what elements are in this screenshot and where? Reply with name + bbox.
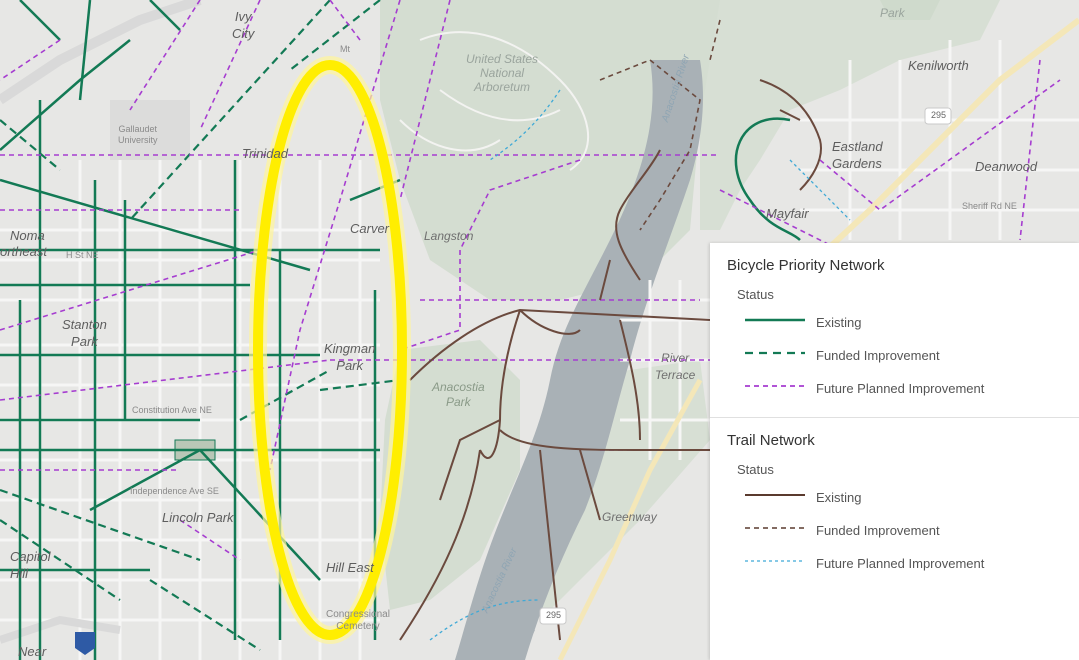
trail-future-lines: [429, 89, 851, 641]
label-independence: Independence Ave SE: [130, 486, 219, 496]
label-greenway: Greenway: [602, 510, 657, 524]
legend-label: Existing: [816, 315, 862, 330]
legend-label: Funded Improvement: [816, 348, 940, 363]
interstate-shield: [75, 632, 95, 655]
legend-swatch-trail-funded: [745, 527, 805, 529]
legend-label: Existing: [816, 490, 862, 505]
legend-swatch-bicycle-existing: [745, 318, 805, 322]
legend-label: Funded Improvement: [816, 523, 940, 538]
legend-trail-title: Trail Network: [727, 432, 815, 449]
label-lincoln-park: Lincoln Park: [162, 510, 234, 525]
label-anacostia-park: Anacostia Park: [432, 380, 485, 409]
legend-trail-section: Trail Network Status Existing Funded Imp…: [710, 418, 1079, 582]
legend-label: Future Planned Improvement: [816, 556, 985, 571]
label-mayfair: Mayfair: [766, 206, 809, 221]
label-northeast: ortheast: [0, 244, 47, 259]
route-295-shield-2: [539, 607, 567, 625]
label-stanton-park: Stanton Park: [62, 317, 107, 349]
label-constitution: Constitution Ave NE: [132, 405, 212, 415]
label-langston: Langston: [424, 229, 474, 243]
label-eastland-gardens: Eastland Gardens: [832, 139, 883, 171]
route-295-shield: [924, 107, 952, 125]
label-ivy-city: Ivy City: [232, 9, 255, 41]
label-kenilworth: Kenilworth: [908, 58, 969, 73]
legend-label: Future Planned Improvement: [816, 381, 985, 396]
label-route-295-a: 295: [931, 110, 947, 120]
legend-item-trail-future: Future Planned Improvement: [710, 549, 1079, 582]
label-h-st: H St NE: [66, 250, 99, 260]
legend-swatch-trail-existing: [745, 494, 805, 496]
legend-bicycle-status: Status: [737, 287, 774, 302]
legend-swatch-bicycle-future: [745, 385, 805, 387]
label-us-arboretum: United States National Arboretum: [466, 52, 539, 94]
label-deanwood: Deanwood: [975, 159, 1038, 174]
legend-item-bicycle-funded: Funded Improvement: [710, 341, 1079, 374]
legend-item-trail-existing: Existing: [710, 483, 1079, 516]
legend-item-trail-funded: Funded Improvement: [710, 516, 1079, 549]
legend-divider: [710, 417, 1079, 418]
label-river-terrace: River Terrace: [655, 351, 696, 382]
legend-swatch-trail-future: [745, 560, 805, 562]
legend-bicycle-section: Bicycle Priority Network Status Existing…: [710, 243, 1079, 407]
label-noma: Noma: [10, 228, 45, 243]
trail-existing-lines: [399, 79, 822, 641]
anacostia-park-area: [380, 340, 520, 610]
label-near: Near: [18, 644, 47, 659]
legend-bicycle-title: Bicycle Priority Network: [727, 257, 885, 274]
trail-funded-lines: [599, 19, 721, 231]
label-carver: Carver: [350, 221, 390, 236]
label-capitol-hill: Capitol Hill: [10, 549, 51, 581]
legend-swatch-bicycle-funded: [745, 351, 805, 355]
label-route-295-b: 295: [546, 610, 562, 620]
highlight-ellipse: [253, 60, 407, 640]
label-trinidad: Trinidad: [242, 146, 289, 161]
label-kingman-park: Kingman Park: [324, 341, 376, 373]
label-park: Park: [880, 6, 905, 20]
label-mt: Mt: [340, 44, 350, 54]
label-gallaudet: Gallaudet University: [118, 124, 158, 145]
label-congressional-cemetery: Congressional Cemetery: [326, 609, 390, 632]
legend-panel: Bicycle Priority Network Status Existing…: [710, 243, 1079, 660]
label-sheriff-rd: Sheriff Rd NE: [962, 201, 1017, 211]
legend-item-bicycle-future: Future Planned Improvement: [710, 374, 1079, 407]
anacostia-river: [455, 60, 703, 660]
legend-item-bicycle-existing: Existing: [710, 308, 1079, 341]
legend-trail-status: Status: [737, 462, 774, 477]
label-hill-east: Hill East: [326, 560, 374, 575]
